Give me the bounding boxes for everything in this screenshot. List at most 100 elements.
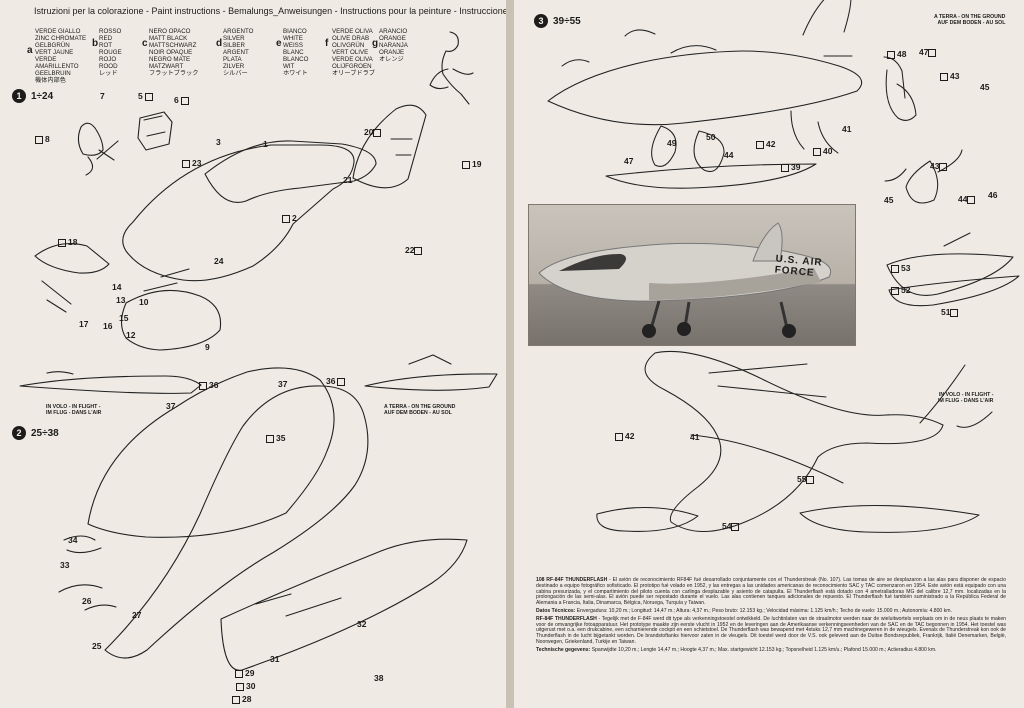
flight-aircraft-tail-right <box>919 364 993 428</box>
part-label-20: 20 <box>364 128 383 137</box>
part-label-18: 18 <box>58 238 77 247</box>
fuselage-step-two <box>104 385 369 659</box>
part-label-33: 33 <box>60 560 70 570</box>
part-label-47-a: 47 <box>919 48 938 57</box>
spanish-data: Envergadura: 10,20 m.; Longitud: 14,47 m… <box>576 607 952 614</box>
flight-aircraft-wing-tank-left <box>596 506 699 532</box>
part-label-17: 17 <box>79 319 89 329</box>
paint-letter-e: e <box>276 38 282 49</box>
pilot-figure-drawing <box>429 31 474 105</box>
paint-c-line: MATZWART <box>149 63 184 70</box>
fuselage-upper-half <box>204 140 377 203</box>
part-label-8: 8 <box>35 135 50 144</box>
step-1-marker: 1 1÷24 <box>12 89 53 103</box>
paint-d-line: ZILVER <box>223 63 245 70</box>
fuselage-step-one <box>122 144 355 282</box>
undercarriage-assembly <box>651 110 839 173</box>
part-label-51: 51 <box>941 308 960 317</box>
paint-column-a: VERDE GIALLO ZINC CHROMATE GELBGRÜN VERT… <box>35 28 89 84</box>
part-label-54: 54 <box>722 522 741 531</box>
part-label-19: 19 <box>462 160 481 169</box>
paint-c-line: NEGRO MATE <box>149 56 191 63</box>
paint-c-line: NERO OPACO <box>149 28 191 35</box>
detail-gear-bottom <box>884 149 963 204</box>
part-label-16: 16 <box>103 321 113 331</box>
cockpit-canopy-small <box>561 29 656 67</box>
paint-e-line: WEISS <box>283 42 303 49</box>
paint-g-line: ARANCIO <box>379 28 408 35</box>
left-intake-step-two <box>58 535 117 611</box>
part-label-36-b: 36 <box>326 377 346 386</box>
part-label-44-a: 44 <box>724 150 734 160</box>
part-label-46: 46 <box>988 190 998 200</box>
flight-profile-left <box>19 371 202 394</box>
tail-fin-step-one <box>352 104 427 189</box>
part-label-37-a: 37 <box>278 379 288 389</box>
paint-a-line: VERDE AMARILLENTO <box>35 56 79 70</box>
part-label-32: 32 <box>357 619 367 629</box>
detail-gear-top <box>883 56 917 121</box>
paint-d-line: PLATA <box>223 56 242 63</box>
right-ground-caption: A TERRA - ON THE GROUND AUF DEM BODEN - … <box>934 14 1006 26</box>
part-label-38: 38 <box>374 673 384 683</box>
step-1-range: 1÷24 <box>31 90 54 102</box>
paint-d-line: ARGENT <box>223 49 249 56</box>
paint-a-line: ZINC CHROMATE <box>35 35 87 42</box>
part-label-55: 55 <box>797 475 816 484</box>
part-label-24: 24 <box>214 256 224 266</box>
right-flight-caption: IN VOLO - IN FLIGHT - IM FLUG - DANS L'A… <box>938 392 994 404</box>
part-label-6: 6 <box>174 96 189 105</box>
paint-column-c: NERO OPACO MATT BLACK MATTSCHWARZ NOIR O… <box>149 28 203 77</box>
dutch-data-label: Technische gegevens: <box>536 646 591 653</box>
wing-step-two <box>87 367 335 538</box>
part-label-27: 27 <box>132 610 142 620</box>
step-3-marker: 3 39÷55 <box>534 14 581 28</box>
paint-g-line: ORANGE <box>379 35 406 42</box>
aircraft-reference-photo: U.S. AIR FORCE <box>528 204 856 346</box>
part-label-37-b: 37 <box>166 401 176 411</box>
step-2-number: 2 <box>12 426 26 440</box>
step-3-range: 39÷55 <box>553 15 581 27</box>
paint-letter-a: a <box>27 45 33 56</box>
part-label-26: 26 <box>82 596 92 606</box>
paint-d-line: SILBER <box>223 42 246 49</box>
paint-e-line: ホワイト <box>283 70 308 77</box>
part-label-43-a: 43 <box>940 72 959 81</box>
paint-a-line: 機体内部色 <box>35 77 66 84</box>
paint-instructions-title: Istruzioni per la colorazione - Paint in… <box>34 6 506 16</box>
paint-b-line: ROT <box>99 42 113 49</box>
ground-aircraft-outline <box>547 0 863 126</box>
paint-g-line: オレンジ <box>379 56 404 63</box>
dutch-text-body: - Tegelijk met de F-84F werd dit type al… <box>536 615 1006 645</box>
dutch-data: Spanwijdte 10,20 m.; Lengte 14,47 m.; Ho… <box>591 646 937 653</box>
part-label-25: 25 <box>92 641 102 651</box>
paint-c-line: MATT BLACK <box>149 35 188 42</box>
paint-d-line: SILVER <box>223 35 245 42</box>
part-label-13: 13 <box>116 295 126 305</box>
part-label-45-a: 45 <box>980 82 990 92</box>
part-label-42-a: 42 <box>756 140 775 149</box>
paint-f-line: OLIVGRÜN <box>332 42 365 49</box>
paint-f-line: オリーブドラブ <box>332 70 375 77</box>
step-2-range: 25÷38 <box>31 427 59 439</box>
part-label-9: 9 <box>205 342 210 352</box>
part-label-7: 7 <box>100 91 105 101</box>
paint-b-line: ROUGE <box>99 49 122 56</box>
part-label-52: 52 <box>891 286 910 295</box>
right-instruction-page: 3 39÷55 A TERRA - ON THE GROUND AUF DEM … <box>514 0 1024 708</box>
part-label-2: 2 <box>282 214 297 223</box>
left-assembly-drawings <box>19 31 498 671</box>
seat-bucket-drawing <box>137 111 173 151</box>
paint-g-line: NARANJA <box>379 42 408 49</box>
paint-c-line: MATTSCHWARZ <box>149 42 197 49</box>
paint-column-f: VERDE OLIVA OLIVE DRAB OLIVGRÜN VERT OLI… <box>332 28 386 77</box>
paint-e-line: BLANC <box>283 49 304 56</box>
part-label-42-b: 42 <box>615 432 634 441</box>
left-flight-caption: IN VOLO - IN FLIGHT - IM FLUG - DANS L'A… <box>46 404 102 416</box>
part-label-10: 10 <box>139 297 149 307</box>
aircraft-history-text: 108 RF-84F THUNDERFLASH - El avión de re… <box>536 577 1006 656</box>
paint-f-line: VERDE OLIVA <box>332 28 373 35</box>
paint-b-line: ROJO <box>99 56 117 63</box>
part-label-47-b: 47 <box>624 156 634 166</box>
step-2-marker: 2 25÷38 <box>12 426 59 440</box>
